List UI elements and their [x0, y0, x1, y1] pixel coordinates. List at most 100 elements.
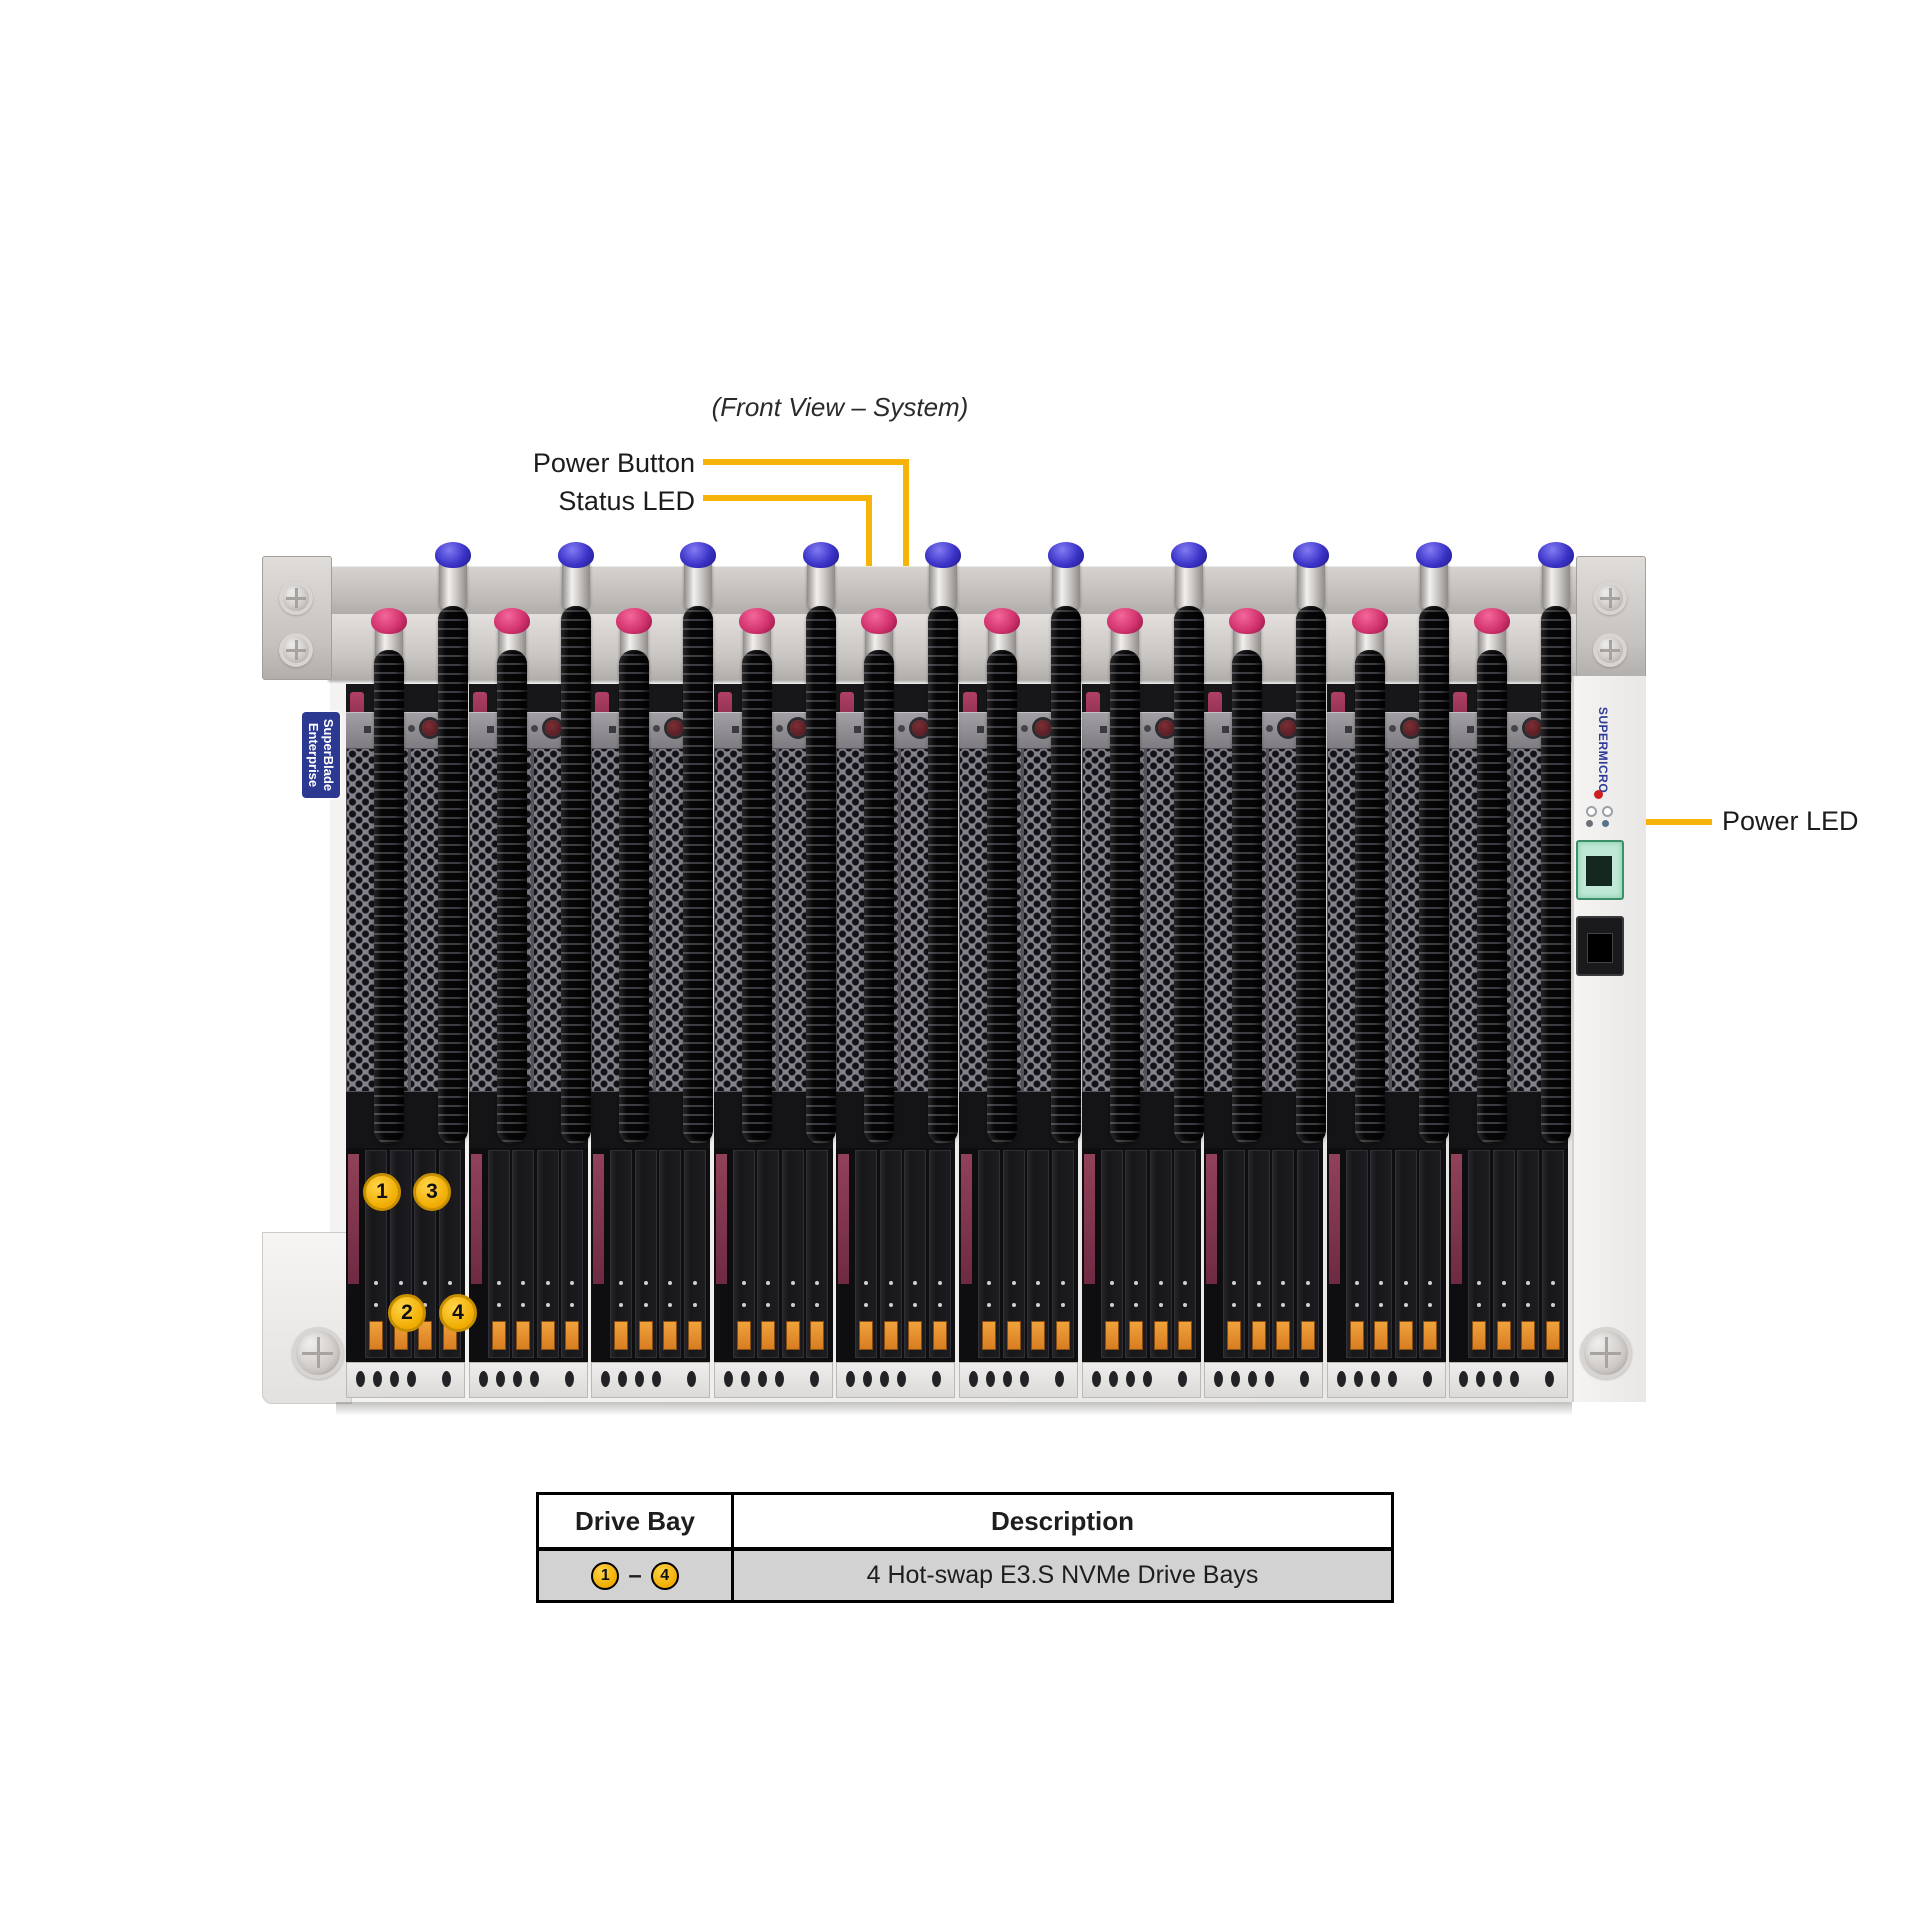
cooling-cable-blue-screw: [805, 606, 836, 1144]
drive-latch: [614, 1321, 629, 1350]
front-panel-vent: [1099, 726, 1107, 733]
drive-status-led: [570, 1303, 575, 1307]
drive-sled: [1370, 1150, 1393, 1358]
status-led-callout-line: [703, 495, 872, 501]
blade-bottom-strip: [591, 1362, 711, 1398]
drive-sled: [928, 1150, 951, 1358]
thumbscrew-blue-cap: [1293, 542, 1330, 568]
drive-activity-led: [1158, 1281, 1163, 1285]
blade-vent-seam: [408, 748, 411, 1092]
drive-sled: [1468, 1150, 1491, 1358]
drive-latch: [1251, 1321, 1266, 1350]
blade-bottom-strip: [468, 1362, 588, 1398]
blade-bottom-strip: [959, 1362, 1078, 1398]
front-panel-vent: [1467, 726, 1475, 733]
blade-bottom-strip: [346, 1362, 465, 1398]
blade-vent-seam: [775, 748, 779, 1092]
blade-status-led: [775, 725, 783, 732]
vent-hole: [390, 1371, 399, 1387]
vent-hole: [740, 1371, 750, 1387]
thumbscrew-blue-cap: [1538, 542, 1575, 568]
superblade-logo: SuperBlade Enterprise: [302, 712, 340, 798]
drive-status-led: [1428, 1303, 1433, 1307]
drive-bay-block: [1081, 1148, 1201, 1362]
vent-hole: [986, 1371, 995, 1387]
blade-bottom-strip: [836, 1362, 956, 1398]
drive-status-led: [741, 1303, 746, 1307]
drive-activity-led: [496, 1281, 501, 1285]
drive-bay-handle: [1083, 1154, 1095, 1284]
drive-status-led: [815, 1303, 820, 1307]
drive-status-led: [1183, 1303, 1188, 1307]
ear-screw: [1593, 633, 1627, 667]
figure-title: (Front View – System): [711, 392, 969, 422]
bottom-screw-left: [292, 1327, 344, 1379]
drive-latch: [908, 1321, 923, 1350]
drive-bay-handle: [1328, 1154, 1340, 1284]
blade-status-led: [898, 725, 906, 732]
drive-activity-led: [790, 1281, 795, 1285]
superblade-logo-line1: SuperBlade: [321, 718, 336, 792]
drive-status-led: [668, 1303, 673, 1307]
thumbscrew-blue-cap: [1415, 542, 1452, 568]
drive-bay-block: [468, 1148, 588, 1362]
drive-bay-block: [591, 1148, 711, 1362]
drive-status-led: [643, 1303, 648, 1307]
drive-sled: [904, 1150, 927, 1358]
drive-sled: [1296, 1150, 1319, 1358]
blade-vent-seam: [653, 748, 657, 1092]
drive-latch: [540, 1321, 555, 1350]
blade-vent-seam: [530, 748, 534, 1092]
blade-power-button: [912, 720, 929, 736]
blade-vent-seam: [898, 748, 902, 1092]
cooling-cable-red-screw: [741, 650, 772, 1144]
drive-status-led: [1232, 1303, 1237, 1307]
drive-bay-handle: [593, 1154, 605, 1284]
blade-status-led: [530, 725, 538, 732]
drive-sled: [1100, 1150, 1123, 1358]
thumbscrew-red-cap: [1474, 608, 1511, 634]
drive-activity-led: [570, 1281, 575, 1285]
thumbscrew-blue-cap: [435, 542, 471, 568]
table-data-row: 1 – 4 4 Hot-swap E3.S NVMe Drive Bays: [539, 1551, 1391, 1600]
blade-power-button: [789, 720, 806, 736]
vent-hole: [1353, 1371, 1363, 1387]
drive-activity-led: [1428, 1281, 1433, 1285]
vent-hole: [757, 1371, 767, 1387]
drive-activity-led: [913, 1281, 918, 1285]
cooling-cable-blue-screw: [683, 606, 714, 1144]
vent-hole: [863, 1371, 873, 1387]
control-panel: [1572, 676, 1646, 1402]
drive-activity-led: [1379, 1281, 1384, 1285]
drive-status-led: [864, 1303, 869, 1307]
drive-activity-led: [1109, 1281, 1114, 1285]
drive-activity-led: [815, 1281, 820, 1285]
table-cell-bay-range: 1 – 4: [539, 1551, 734, 1600]
drive-latch: [1423, 1321, 1438, 1350]
drive-status-led: [913, 1303, 918, 1307]
drive-latch: [859, 1321, 874, 1350]
thumbscrew-blue-cap: [802, 542, 839, 568]
blade-bottom-strip: [1204, 1362, 1324, 1398]
vent-hole: [1336, 1371, 1346, 1387]
drive-activity-led: [1550, 1281, 1555, 1285]
drive-activity-led: [1256, 1281, 1261, 1285]
vent-hole: [1108, 1371, 1118, 1387]
drive-bay-block: [1449, 1148, 1569, 1362]
drive-status-led: [1109, 1303, 1114, 1307]
vent-hole: [1476, 1371, 1486, 1387]
front-panel-vent: [609, 726, 617, 733]
drive-activity-led: [1354, 1281, 1359, 1285]
power-button-callout-line: [703, 459, 909, 465]
drive-latch: [663, 1321, 678, 1350]
drive-latch: [565, 1321, 580, 1350]
drive-sled: [1149, 1150, 1172, 1358]
front-panel-vent: [854, 726, 862, 733]
cooling-cable-blue-screw: [1173, 606, 1204, 1144]
cooling-cable-blue-screw: [1541, 606, 1572, 1144]
cooling-cable-blue-screw: [438, 606, 468, 1144]
drive-activity-led: [766, 1281, 771, 1285]
ear-screw: [279, 633, 313, 667]
drive-activity-led: [888, 1281, 893, 1285]
bay-callout-badge-2: 2: [388, 1294, 426, 1332]
